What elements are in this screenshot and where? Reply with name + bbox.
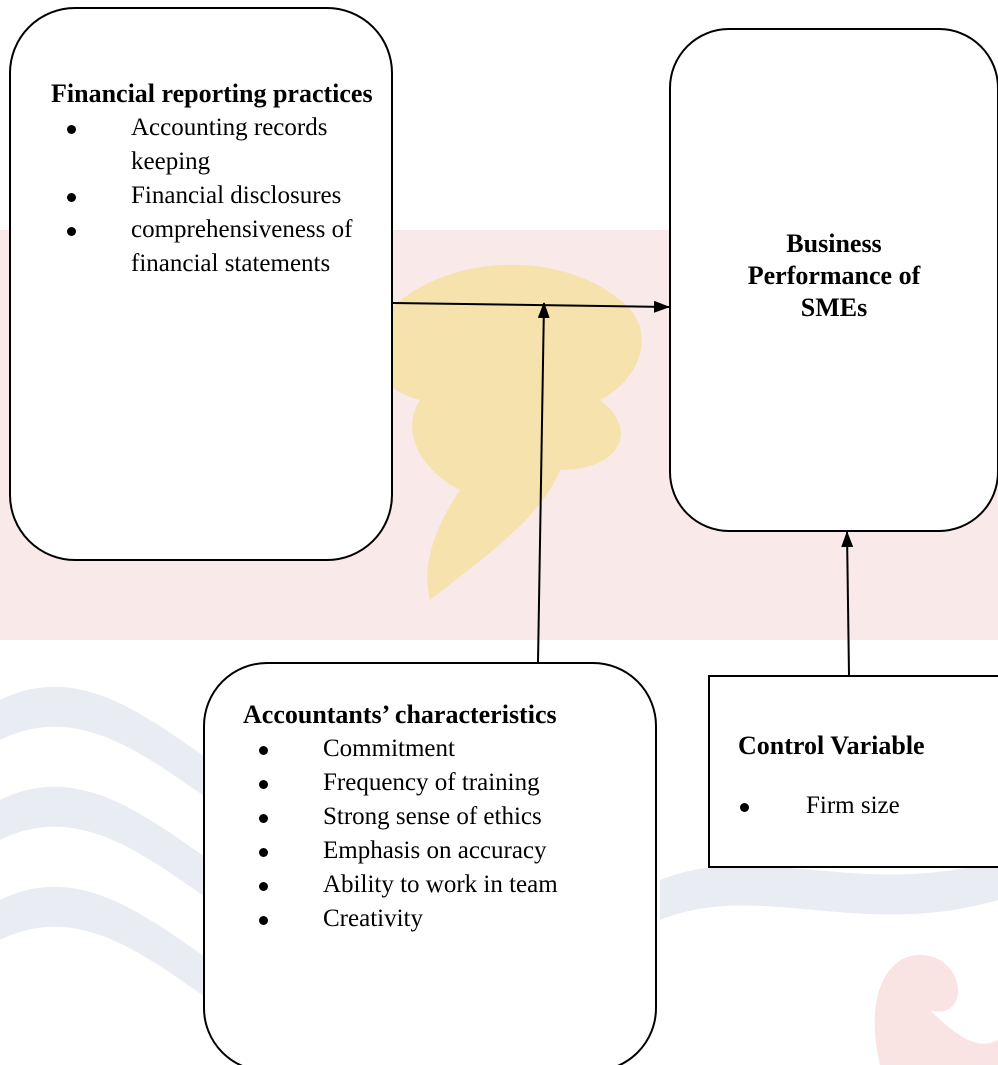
list-item-text: Strong sense of ethics [323,803,542,830]
arrow-accountants-to-main-path [537,302,550,663]
list-item: Financial disclosures [51,179,381,213]
bullet-icon [259,814,268,823]
list-item-text: Firm size [806,792,900,819]
accountants-characteristics-list: Commitment Frequency of training Strong … [243,732,647,936]
list-item: Frequency of training [243,766,647,800]
financial-reporting-practices-title: Financial reporting practices [51,79,373,108]
bullet-icon [740,803,749,812]
list-item: Creativity [243,902,647,936]
financial-reporting-practices-list: Accounting records keeping Financial dis… [51,111,381,281]
watermark-red-scroll [874,954,998,1065]
arrow-frp-to-business-performance [392,300,670,313]
watermark-blue-wave-1 [0,686,210,800]
list-item-text: Frequency of training [323,769,540,796]
bullet-icon [67,125,76,134]
list-item-text: Ability to work in team [323,871,558,898]
business-performance-title-line-2: Performance of [747,261,921,290]
watermark-blue-wave-2 [0,786,210,900]
list-item-text: Accounting records keeping [131,114,328,175]
watermark-blue-wave-3 [0,886,210,1000]
watermark-blue-wave-4 [660,860,998,920]
list-item: Emphasis on accuracy [243,834,647,868]
list-item: Strong sense of ethics [243,800,647,834]
accountants-characteristics-box: Accountants’ characteristics Commitment … [203,662,657,1065]
bullet-icon [67,227,76,236]
watermark-eagle [372,264,642,600]
list-item-text: Creativity [323,905,423,932]
list-item-text: Commitment [323,735,455,762]
bullet-icon [259,848,268,857]
bullet-icon [259,882,268,891]
bullet-icon [259,780,268,789]
business-performance-title-line-3: SMEs [800,293,868,322]
business-performance-title-line-1: Business [786,229,882,258]
list-item: Ability to work in team [243,868,647,902]
business-performance-box: Business Performance of SMEs [669,28,998,532]
list-item-text: Emphasis on accuracy [323,837,547,864]
bullet-icon [259,916,268,925]
control-variable-title: Control Variable [738,731,925,760]
list-item: comprehensiveness of financial statement… [51,213,381,281]
bullet-icon [67,193,76,202]
control-variable-box: Control Variable Firm size [708,675,998,868]
list-item-text: Financial disclosures [131,182,342,209]
accountants-characteristics-title: Accountants’ characteristics [243,700,557,729]
control-variable-list: Firm size [738,789,998,823]
arrow-control-to-business-performance [841,531,854,676]
list-item-text: comprehensiveness of financial statement… [131,216,353,277]
list-item: Accounting records keeping [51,111,381,179]
financial-reporting-practices-box: Financial reporting practices Accounting… [9,7,393,561]
bullet-icon [259,746,268,755]
list-item: Commitment [243,732,647,766]
list-item: Firm size [738,789,998,823]
